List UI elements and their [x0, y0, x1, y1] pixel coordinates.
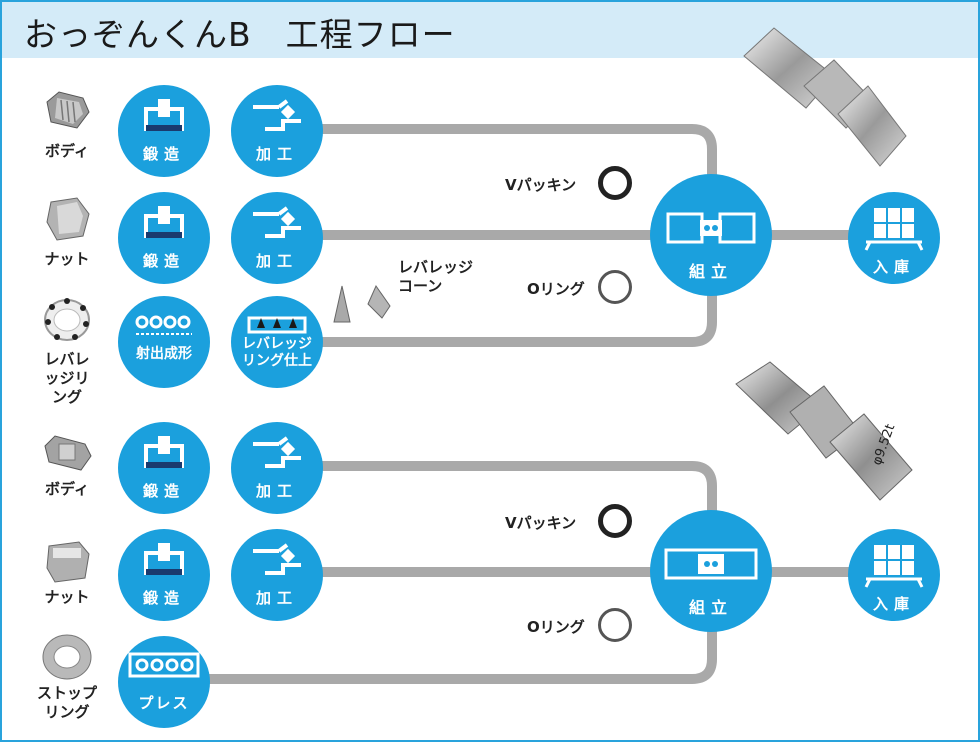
product-photo-bottom: φ9.52t	[735, 361, 913, 501]
step-forging-body-bottom: 鍛造	[118, 422, 210, 514]
step-forging-body-top: 鍛造	[118, 85, 210, 177]
body-fitting-icon	[46, 91, 90, 129]
step-storage-top: 入庫	[848, 192, 940, 284]
product-photo-top	[743, 27, 907, 167]
step-press: プレス	[118, 636, 210, 728]
body-fitting-icon	[44, 435, 92, 471]
bottom-line-press	[162, 597, 717, 684]
top-line-ring	[277, 257, 717, 347]
warehouse-icon	[864, 545, 924, 588]
lathe-icon	[253, 206, 301, 238]
step-machining-body-bottom: 加工	[231, 422, 323, 514]
stop-ring-icon	[42, 634, 92, 680]
o-ring-icon	[598, 608, 632, 642]
part-body-bottom: ボディ	[27, 430, 107, 499]
v-packing-label-bottom: Vパッキン	[505, 514, 577, 532]
lever-ring-icon	[44, 298, 90, 341]
warehouse-icon	[864, 208, 924, 251]
step-forging-nut-bottom: 鍛造	[118, 529, 210, 621]
hex-nut-icon	[46, 541, 90, 583]
step-forging-nut-top: 鍛造	[118, 192, 210, 284]
o-ring-icon	[598, 270, 632, 304]
ring-finish-icon	[247, 316, 307, 334]
forging-die-icon	[144, 543, 184, 575]
step-ring-finishing: レバレッジリング仕上	[231, 296, 323, 388]
lathe-icon	[253, 436, 301, 468]
lathe-icon	[253, 543, 301, 575]
o-ring-label-top: Oリング	[527, 280, 585, 298]
part-nut-top: ナット	[27, 192, 107, 269]
lever-cone-label: レバレッジコーン	[398, 258, 474, 295]
top-line-body	[277, 124, 717, 212]
part-stop-ring: ストップリング	[22, 632, 112, 722]
step-machining-nut-top: 加工	[231, 192, 323, 284]
lever-cone-icon	[333, 284, 391, 323]
lathe-icon	[253, 99, 301, 131]
forging-die-icon	[144, 99, 184, 131]
part-body-top: ボディ	[27, 84, 107, 161]
step-assembly-bottom: 組立	[650, 510, 772, 632]
step-injection-molding: 射出成形	[118, 296, 210, 388]
press-icon	[128, 652, 200, 678]
v-packing-icon	[598, 166, 632, 200]
o-ring-label-bottom: Oリング	[527, 618, 585, 636]
assembly-icon	[664, 548, 758, 580]
part-lever-ring: レバレッジリング	[22, 292, 112, 407]
forging-die-icon	[144, 436, 184, 468]
forging-die-icon	[144, 206, 184, 238]
step-storage-bottom: 入庫	[848, 529, 940, 621]
hex-nut-icon	[46, 197, 90, 241]
page-title: おっぞんくんB 工程フロー	[24, 15, 456, 54]
step-machining-body-top: 加工	[231, 85, 323, 177]
injection-mold-icon	[135, 315, 192, 335]
v-packing-icon	[598, 504, 632, 538]
part-nut-bottom: ナット	[27, 538, 107, 607]
v-packing-label-top: Vパッキン	[505, 176, 577, 194]
assembly-icon	[666, 212, 756, 244]
bottom-line-body	[277, 461, 717, 547]
step-assembly-top: 組立	[650, 174, 772, 296]
title-bar: おっぞんくんB 工程フロー	[2, 2, 978, 58]
step-machining-nut-bottom: 加工	[231, 529, 323, 621]
